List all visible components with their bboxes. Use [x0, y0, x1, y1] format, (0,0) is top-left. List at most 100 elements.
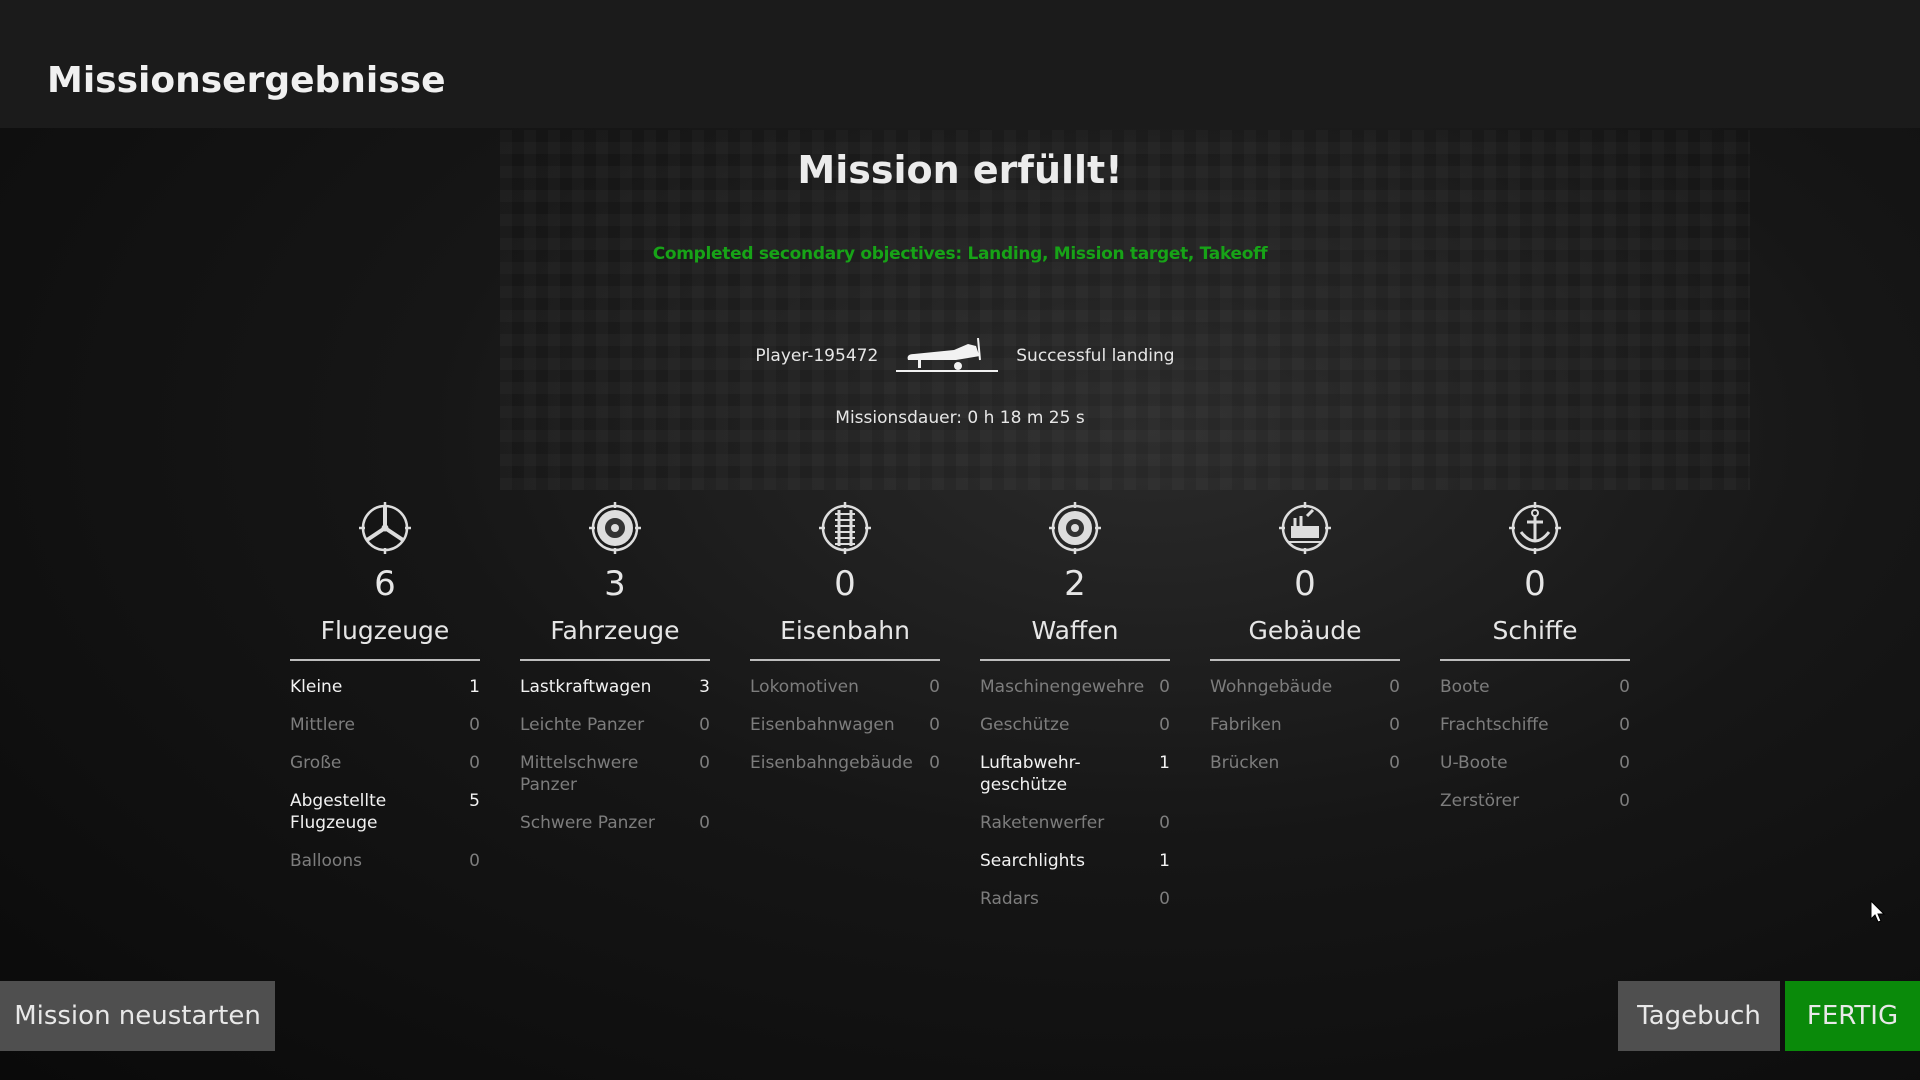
stat-row: Frachtschiffe 0 — [1440, 714, 1630, 736]
stat-row: Radars 0 — [980, 888, 1170, 910]
stat-value: 0 — [469, 753, 480, 773]
stat-label: Eisenbahngebäude — [750, 753, 913, 773]
stat-label: Luftabwehr-geschütze — [980, 753, 1081, 795]
category-count: 0 — [834, 564, 856, 604]
stat-row: Eisenbahnwagen 0 — [750, 714, 940, 736]
stat-value: 0 — [1389, 715, 1400, 735]
anchor-icon — [1509, 502, 1561, 554]
mission-result-title: Mission erfüllt! — [797, 148, 1123, 192]
factory-icon — [1279, 502, 1331, 554]
stat-value: 0 — [1619, 677, 1630, 697]
stat-label: Leichte Panzer — [520, 715, 645, 735]
category-label: Fahrzeuge — [550, 616, 680, 645]
stat-label: Abgestellte Flugzeuge — [290, 791, 387, 833]
stat-row: Fabriken 0 — [1210, 714, 1400, 736]
stat-label: Eisenbahnwagen — [750, 715, 895, 735]
category-count: 0 — [1294, 564, 1316, 604]
stat-row: Luftabwehr-geschütze 1 — [980, 752, 1170, 796]
stat-value: 5 — [469, 791, 480, 811]
stat-value: 0 — [1619, 715, 1630, 735]
stat-label: Radars — [980, 889, 1039, 909]
diary-button[interactable]: Tagebuch — [1618, 981, 1780, 1051]
stat-value: 0 — [1389, 753, 1400, 773]
stat-row: Maschinengewehre 0 — [980, 676, 1170, 698]
stat-row: Eisenbahngebäude 0 — [750, 752, 940, 774]
category-count: 6 — [374, 564, 396, 604]
stat-value: 1 — [1159, 753, 1170, 773]
secondary-objectives: Completed secondary objectives: Landing,… — [652, 244, 1268, 264]
stat-row: Brücken 0 — [1210, 752, 1400, 774]
stat-value: 0 — [469, 851, 480, 871]
restart-mission-button[interactable]: Mission neustarten — [0, 981, 275, 1051]
stat-label: U-Boote — [1440, 753, 1508, 773]
category-count: 3 — [604, 564, 626, 604]
stat-label: Mittelschwere Panzer — [520, 753, 639, 795]
stat-label: Brücken — [1210, 753, 1280, 773]
stat-label: Lokomotiven — [750, 677, 859, 697]
stat-label: Schwere Panzer — [520, 813, 655, 833]
mission-duration: Missionsdauer: 0 h 18 m 25 s — [835, 408, 1085, 428]
category-label: Waffen — [1031, 616, 1119, 645]
stat-value: 3 — [699, 677, 710, 697]
stat-label: Fabriken — [1210, 715, 1282, 735]
player-row: Player-195472 Successful landing — [0, 338, 1920, 374]
stat-value: 0 — [1619, 791, 1630, 811]
player-name: Player-195472 — [755, 346, 879, 366]
stat-label: Große — [290, 753, 342, 773]
stat-row: Leichte Panzer 0 — [520, 714, 710, 736]
stat-label: Mittlere — [290, 715, 355, 735]
stat-row: Boote 0 — [1440, 676, 1630, 698]
stat-row: Geschütze 0 — [980, 714, 1170, 736]
stat-label: Wohngebäude — [1210, 677, 1333, 697]
stat-value: 0 — [1619, 753, 1630, 773]
header-bar: Missionsergebnisse — [0, 0, 1920, 128]
stat-row: Mittelschwere Panzer 0 — [520, 752, 710, 796]
plane-landed-icon — [896, 338, 999, 372]
category-count: 2 — [1064, 564, 1086, 604]
stat-label: Balloons — [290, 851, 362, 871]
stat-value: 0 — [929, 753, 940, 773]
stat-row: U-Boote 0 — [1440, 752, 1630, 774]
stat-value: 1 — [469, 677, 480, 697]
stat-value: 1 — [1159, 851, 1170, 871]
stat-label: Maschinengewehre — [980, 677, 1145, 697]
stat-value: 0 — [1159, 715, 1170, 735]
stat-label: Geschütze — [980, 715, 1070, 735]
category-label: Flugzeuge — [320, 616, 450, 645]
category-label: Gebäude — [1248, 616, 1362, 645]
stat-value: 0 — [1159, 889, 1170, 909]
category-count: 0 — [1524, 564, 1546, 604]
landing-status: Successful landing — [1016, 346, 1175, 366]
stat-value: 0 — [699, 813, 710, 833]
stat-label: Boote — [1440, 677, 1490, 697]
stat-row: Kleine 1 — [290, 676, 480, 698]
railway-icon — [819, 502, 871, 554]
category-label: Schiffe — [1492, 616, 1578, 645]
stat-value: 0 — [1159, 813, 1170, 833]
stat-value: 0 — [1159, 677, 1170, 697]
stat-label: Frachtschiffe — [1440, 715, 1549, 735]
divider — [520, 659, 710, 661]
divider — [750, 659, 940, 661]
page-title: Missionsergebnisse — [47, 60, 446, 101]
stat-value: 0 — [699, 715, 710, 735]
stat-row: Wohngebäude 0 — [1210, 676, 1400, 698]
stat-label: Kleine — [290, 677, 343, 697]
done-button[interactable]: FERTIG — [1785, 981, 1920, 1051]
stat-row: Große 0 — [290, 752, 480, 774]
stat-row: Balloons 0 — [290, 850, 480, 872]
stat-row: Schwere Panzer 0 — [520, 812, 710, 834]
stat-value: 0 — [1389, 677, 1400, 697]
stat-row: Abgestellte Flugzeuge 5 — [290, 790, 480, 834]
stat-value: 0 — [929, 715, 940, 735]
divider — [290, 659, 480, 661]
stat-value: 0 — [699, 753, 710, 773]
